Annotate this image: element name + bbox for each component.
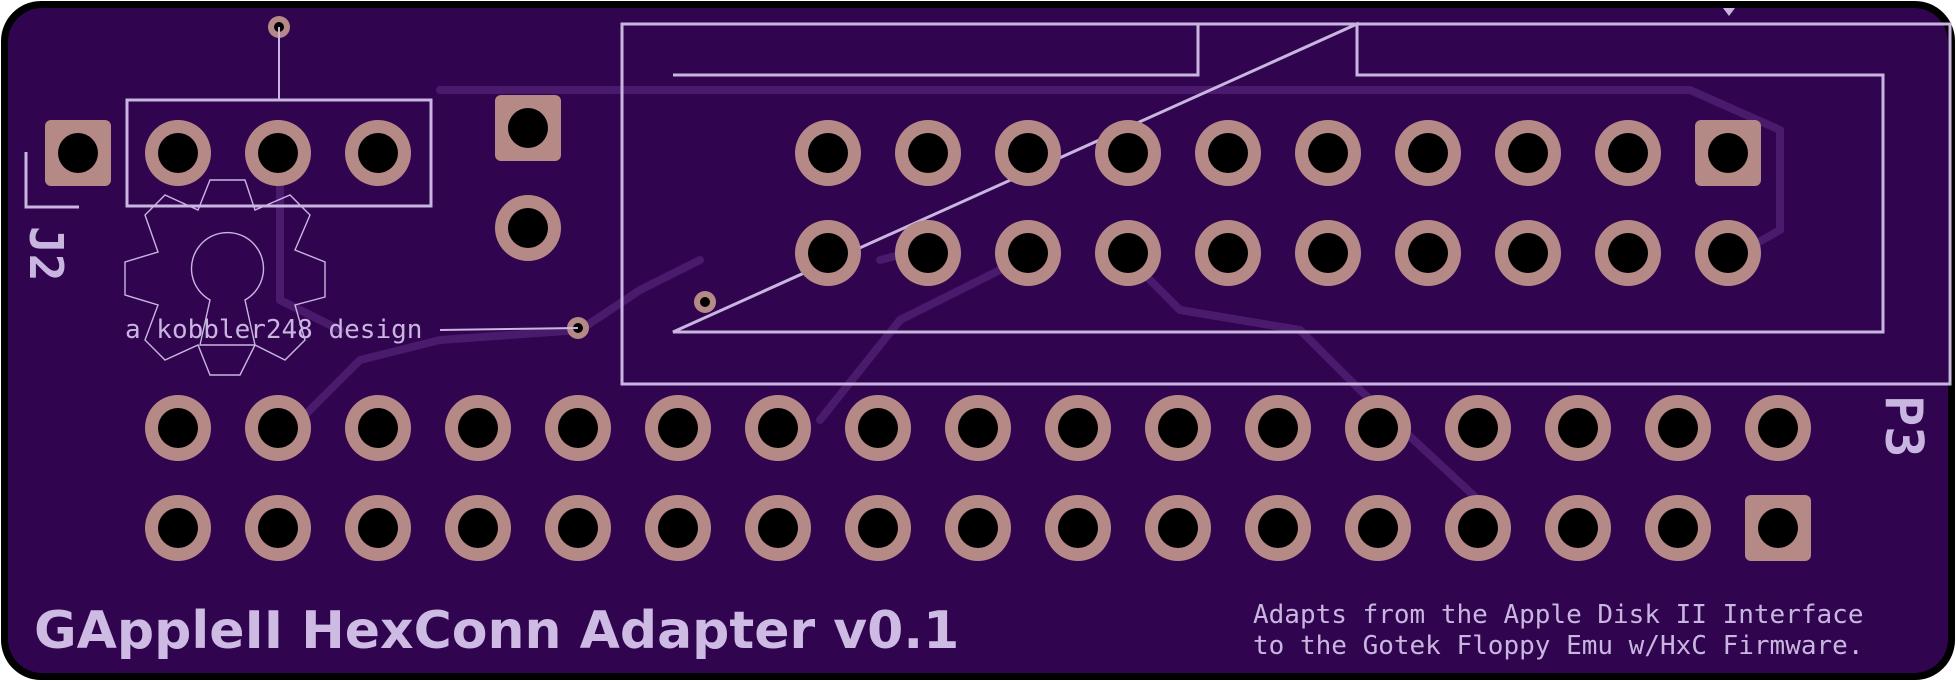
jumper-pad-1-hole <box>508 108 548 148</box>
p3-inner-outline <box>672 21 1885 334</box>
j2-pad-3-hole <box>258 133 298 173</box>
bottom-header-pad-hole <box>1158 408 1198 448</box>
p3-pad-hole <box>1608 233 1648 273</box>
jumper-pad-2-hole <box>508 208 548 248</box>
bottom-header-pin1-pad-hole <box>1758 508 1798 548</box>
p3-pin1-arrow <box>1723 8 1735 16</box>
via-hole <box>700 297 710 307</box>
p3-pad-hole <box>1408 233 1448 273</box>
board-title: GAppleII HexConn Adapter v0.1 <box>34 601 959 661</box>
bottom-header-pad-hole <box>1058 508 1098 548</box>
bottom-header-pad-hole <box>258 508 298 548</box>
silk-outlines <box>24 21 1952 386</box>
bottom-header-pad-hole <box>658 508 698 548</box>
bottom-header-pad-hole <box>1658 508 1698 548</box>
p3-pad-hole <box>1208 133 1248 173</box>
p3-pad-hole <box>1708 233 1748 273</box>
credit-label: a kobbler248 design <box>125 315 422 345</box>
bottom-header-pad-hole <box>858 508 898 548</box>
p3-pad-hole <box>1108 233 1148 273</box>
bottom-header-pad-hole <box>1158 508 1198 548</box>
p3-pad-hole <box>1208 233 1248 273</box>
p3-outline <box>620 22 1952 386</box>
bottom-header-pad-hole <box>658 408 698 448</box>
bottom-header-pad-hole <box>1758 408 1798 448</box>
bottom-header-pad-hole <box>158 408 198 448</box>
p3-pad-hole <box>1408 133 1448 173</box>
p3-refdes: P3 <box>1873 395 1933 458</box>
p3-pad-hole <box>1508 133 1548 173</box>
bottom-header-pad-hole <box>1458 408 1498 448</box>
bottom-header-pad-hole <box>458 508 498 548</box>
bottom-header-pad-hole <box>1658 408 1698 448</box>
bottom-header-pad-hole <box>358 408 398 448</box>
bottom-header-pad-hole <box>1358 408 1398 448</box>
p3-pad-hole <box>1308 133 1348 173</box>
bottom-header-pad-hole <box>158 508 198 548</box>
bottom-header-pad-hole <box>558 408 598 448</box>
p3-pad-hole <box>1008 233 1048 273</box>
p3-pad-hole <box>908 133 948 173</box>
j2-pin1-pad-hole <box>58 133 98 173</box>
bottom-header-pad-hole <box>858 408 898 448</box>
board-subtitle-line2: to the Gotek Floppy Emu w/HxC Firmware. <box>1253 631 1863 661</box>
bottom-header-pad-hole <box>1558 408 1598 448</box>
j2-pad-2-hole <box>158 133 198 173</box>
bottom-header-pad-hole <box>758 508 798 548</box>
j2-pad-4-hole <box>358 133 398 173</box>
bottom-header-pad-hole <box>958 508 998 548</box>
p3-pin1-pad-hole <box>1708 133 1748 173</box>
bottom-header-pad-hole <box>358 508 398 548</box>
p3-pad-hole <box>1308 233 1348 273</box>
board-subtitle-line1: Adapts from the Apple Disk II Interface <box>1253 600 1863 630</box>
bottom-header-pad-hole <box>1358 508 1398 548</box>
p3-pad-hole <box>808 133 848 173</box>
bottom-header-pad-hole <box>258 408 298 448</box>
p3-pad-hole <box>808 233 848 273</box>
bottom-header-pad-hole <box>1058 408 1098 448</box>
p3-pad-hole <box>908 233 948 273</box>
p3-pad-hole <box>1008 133 1048 173</box>
pads-layer <box>45 95 1811 561</box>
p3-pad-hole <box>1608 133 1648 173</box>
bottom-header-pad-hole <box>558 508 598 548</box>
bottom-header-pad-hole <box>1258 508 1298 548</box>
bottom-header-pad-hole <box>1558 508 1598 548</box>
j2-pin1-marker <box>24 152 79 209</box>
bottom-header-pad-hole <box>1258 408 1298 448</box>
bottom-header-pad-hole <box>958 408 998 448</box>
bottom-header-pad-hole <box>1458 508 1498 548</box>
p3-pad-hole <box>1108 133 1148 173</box>
bottom-header-pad-hole <box>458 408 498 448</box>
bottom-header-pad-hole <box>758 408 798 448</box>
j2-refdes: J2 <box>19 226 73 281</box>
p3-pad-hole <box>1508 233 1548 273</box>
oshw-logo <box>124 179 326 376</box>
credit-trace <box>439 327 579 331</box>
